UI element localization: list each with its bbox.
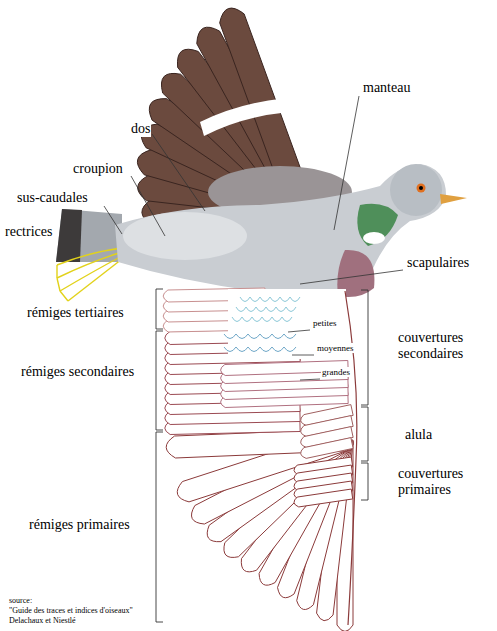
covert-scallop (242, 317, 252, 322)
leader-line (288, 330, 310, 332)
covert-scallop (260, 347, 272, 352)
covert-scallop (252, 317, 262, 322)
source-note: Delachaux et Niestlé (8, 616, 77, 625)
covert-scallop (224, 347, 236, 352)
covert-scallop (240, 297, 250, 302)
covert-scallop (272, 317, 282, 322)
pupil (419, 186, 423, 190)
bird-body (115, 164, 467, 297)
part-label: manteau (362, 80, 411, 96)
covert-scallop (248, 334, 260, 339)
part-label: sus-caudales (16, 190, 89, 206)
brackets (156, 289, 368, 622)
leader-line (152, 134, 205, 211)
wing-band (200, 97, 340, 136)
part-label: rémiges secondaires (20, 364, 135, 380)
covert-scallop (290, 297, 300, 302)
covert-scallop (262, 317, 272, 322)
covert-scallop (276, 307, 286, 312)
leader-line (104, 206, 122, 234)
rectrix-outline (68, 259, 122, 301)
alula-feather (301, 438, 354, 459)
eye (417, 184, 426, 193)
covert-scallop (256, 307, 266, 312)
covert-scallop (250, 297, 260, 302)
part-label: scapulaires (406, 255, 470, 271)
source-note: source: (8, 596, 33, 605)
leader-line (300, 270, 403, 284)
source-note: "Guide des traces et indices d'oiseaux" (8, 606, 134, 615)
white-neck-patch (363, 232, 385, 244)
covert-scallop (266, 307, 276, 312)
leader-lines (104, 96, 403, 380)
covert-scallop (260, 297, 270, 302)
part-label: grandes (321, 367, 351, 377)
covert-scallop (260, 334, 272, 339)
covert-scallop (270, 297, 280, 302)
bracket (361, 407, 368, 461)
head (390, 164, 442, 216)
covert-scallop (284, 347, 296, 352)
part-label: couvertures primaires (397, 466, 494, 498)
part-label: petites (312, 318, 338, 328)
covert-scallop (248, 347, 260, 352)
bracket (156, 331, 163, 430)
part-label: dos (130, 121, 151, 137)
part-label: rémiges tertiaires (26, 305, 125, 321)
rectrix-outline (57, 248, 122, 265)
covert-scallop (236, 334, 248, 339)
covert-scallop (272, 334, 284, 339)
covert-scallop (224, 334, 236, 339)
covert-scallop (236, 307, 246, 312)
leader-line (334, 96, 359, 230)
part-label: rectrices (4, 224, 53, 240)
primary-covert (294, 489, 353, 507)
part-label: alula (404, 427, 433, 443)
covert-scallop (284, 334, 296, 339)
covert-scallop (280, 297, 290, 302)
part-label: croupion (72, 161, 124, 177)
covert-scallop (236, 347, 248, 352)
covert-scallop (286, 307, 296, 312)
covert-scallop (272, 347, 284, 352)
leader-line (300, 379, 320, 380)
body-shape (115, 164, 446, 297)
part-label: couvertures secondaires (397, 330, 494, 362)
part-label: rémiges primaires (28, 517, 131, 533)
leader-line (292, 355, 314, 356)
under-wing (163, 287, 357, 631)
neck-patch (357, 204, 398, 246)
leading-edge (345, 291, 357, 625)
part-label: moyennes (316, 343, 355, 353)
covert-scallop (232, 317, 242, 322)
covert-scallop (246, 307, 256, 312)
covert-scallop (282, 317, 292, 322)
rump (123, 212, 247, 260)
leader-line (131, 176, 165, 236)
rectrix-tips (57, 265, 68, 301)
beak (440, 194, 467, 204)
tail (56, 209, 122, 301)
bracket (361, 463, 368, 500)
wing-ground (165, 287, 357, 625)
tail-band (56, 209, 82, 262)
bracket (361, 290, 368, 405)
bracket (156, 432, 163, 622)
bracket (156, 289, 163, 329)
rectrix-outline (60, 256, 122, 291)
